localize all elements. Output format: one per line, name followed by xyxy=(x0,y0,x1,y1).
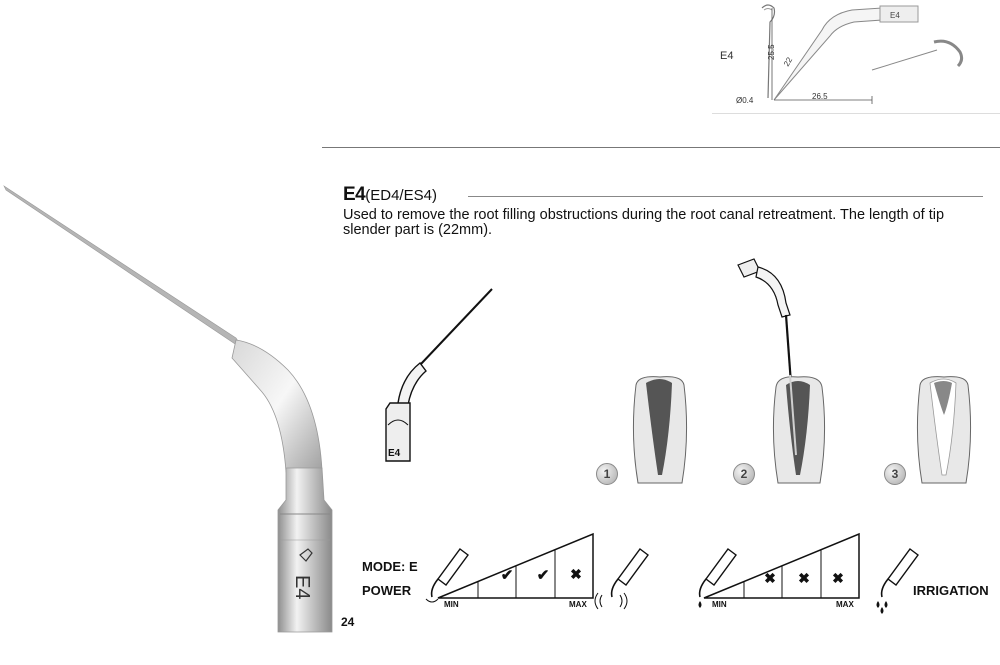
tooth-step-2 xyxy=(737,258,826,484)
irrigation-max-label: MAX xyxy=(836,600,854,609)
power-level-3-mark: ✖ xyxy=(570,566,582,582)
dim-height: 25.5 xyxy=(767,44,776,60)
title-rule xyxy=(468,196,983,197)
dim-diameter: Ø0.4 xyxy=(736,96,754,105)
dim-width: 26.5 xyxy=(812,92,828,101)
irrigation-level-1-mark: ✖ xyxy=(764,570,776,586)
large-tip-shank xyxy=(277,467,333,633)
tooth-step-3 xyxy=(916,376,972,484)
irrigation-max-handpiece-icon xyxy=(876,548,919,614)
mode-label: MODE: E xyxy=(362,559,418,574)
large-tip-illustration: E4 xyxy=(3,185,333,633)
power-min-label: MIN xyxy=(444,600,459,609)
power-min-handpiece-icon xyxy=(425,548,469,603)
product-alt-codes: (ED4/ES4) xyxy=(365,187,437,204)
diagram-head-detail xyxy=(933,39,964,68)
large-tip-bend xyxy=(231,339,323,473)
irrigation-min-handpiece-icon xyxy=(698,548,737,608)
step-badge-3: 3 xyxy=(884,463,906,485)
tooth-step-1 xyxy=(632,376,688,484)
dim-slender: 22 xyxy=(782,55,795,68)
product-description: Used to remove the root filling obstruct… xyxy=(343,207,945,238)
technical-diagram: E4 25.5 22 26.5 Ø0.4 xyxy=(736,4,964,105)
irrigation-scale xyxy=(703,532,860,599)
small-tip-label: E4 xyxy=(388,448,401,459)
diagram-tip-label: E4 xyxy=(890,11,900,20)
page-number: 24 xyxy=(341,615,355,629)
tip-engraving: E4 xyxy=(291,575,313,599)
power-level-1-mark: ✔ xyxy=(500,567,514,584)
technical-diagram-frame xyxy=(712,0,1000,114)
step-badge-1: 1 xyxy=(596,463,618,485)
power-max-label: MAX xyxy=(569,600,587,609)
power-level-2-mark: ✔ xyxy=(536,567,550,584)
irrigation-level-2-mark: ✖ xyxy=(798,570,810,586)
irrigation-min-label: MIN xyxy=(712,600,727,609)
diagram-main-tip: E4 xyxy=(773,5,919,101)
product-code: E4 xyxy=(343,184,366,205)
power-label: POWER xyxy=(362,583,412,598)
logo-mark-icon xyxy=(299,548,313,562)
title-block: E4(ED4/ES4) Used to remove the root fill… xyxy=(343,184,983,238)
large-tip-needle xyxy=(3,185,245,351)
small-tip-sketch: E4 xyxy=(385,288,493,462)
step-badge-2: 2 xyxy=(733,463,755,485)
power-max-handpiece-icon xyxy=(594,548,649,610)
power-scale xyxy=(437,532,594,599)
diagram-label: E4 xyxy=(720,50,734,62)
product-heading: E4(ED4/ES4) xyxy=(343,184,983,206)
irrigation-level-3-mark: ✖ xyxy=(832,570,844,586)
section-divider xyxy=(322,147,1000,148)
irrigation-label: IRRIGATION xyxy=(913,583,989,598)
